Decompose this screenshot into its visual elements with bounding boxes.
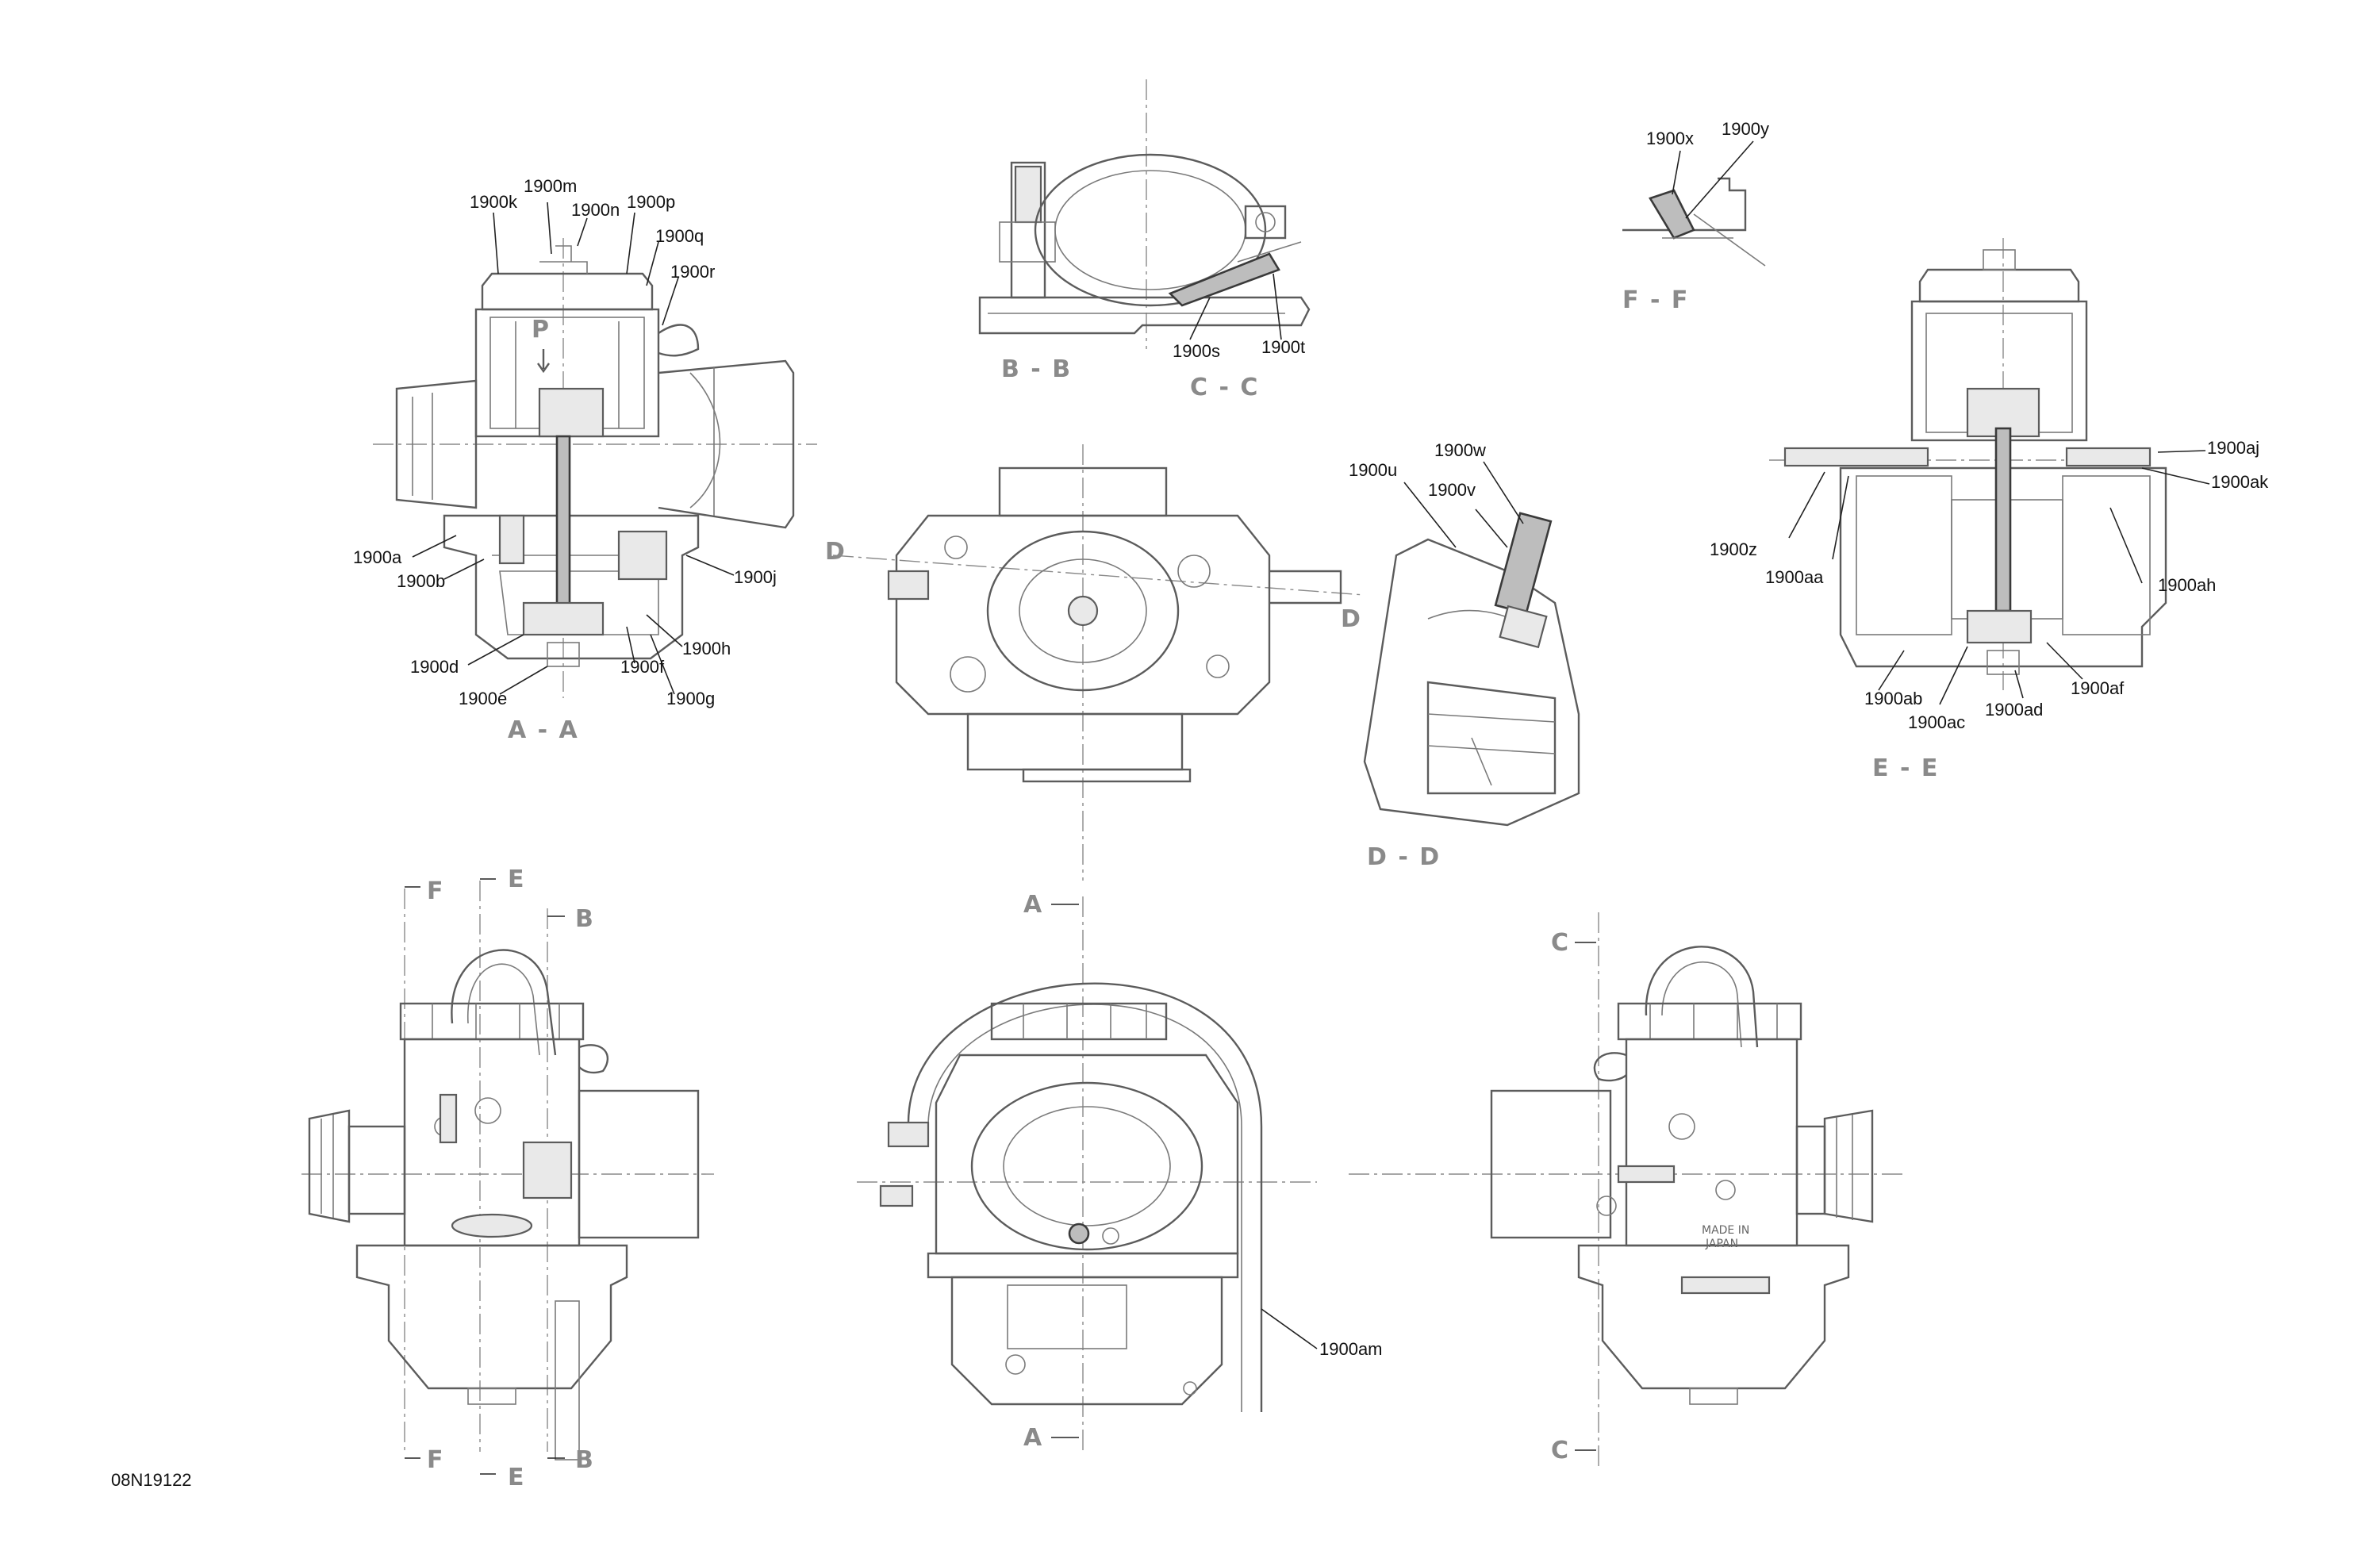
section-title-a-a: A - A xyxy=(508,716,579,744)
cut-mark-f-bottom: F xyxy=(427,1446,443,1474)
part-label-1900t: 1900t xyxy=(1261,337,1305,357)
part-label-1900a: 1900a xyxy=(353,547,402,567)
part-label-1900w: 1900w xyxy=(1434,440,1486,460)
part-label-1900e: 1900e xyxy=(459,689,507,708)
part-label-1900b: 1900b xyxy=(397,571,445,591)
part-label-1900aj: 1900aj xyxy=(2207,438,2259,458)
section-view-a-a: P xyxy=(373,238,817,698)
section-title-f-f: F - F xyxy=(1622,286,1689,314)
part-label-1900aa: 1900aa xyxy=(1765,567,1824,587)
part-label-1900f: 1900f xyxy=(620,657,665,677)
part-label-1900ad: 1900ad xyxy=(1985,700,2043,720)
section-view-f-f: 1900x 1900y F - F xyxy=(1622,119,1769,314)
part-label-1900am: 1900am xyxy=(1319,1339,1383,1359)
cut-mark-a-bottom: A xyxy=(1023,1424,1042,1452)
part-label-1900k: 1900k xyxy=(470,192,518,212)
cut-mark-f-top: F xyxy=(427,877,443,905)
part-label-1900ab: 1900ab xyxy=(1864,689,1922,708)
part-label-1900ak: 1900ak xyxy=(2211,472,2269,492)
cut-mark-c-bottom: C xyxy=(1551,1437,1568,1464)
part-label-1900d: 1900d xyxy=(410,657,459,677)
part-label-1900r: 1900r xyxy=(670,262,715,282)
cut-mark-p: P xyxy=(532,316,549,344)
section-view-e-e: 1900aj 1900ak 1900z 1900aa 1900ah 1900ab… xyxy=(1710,238,2269,782)
part-label-1900j: 1900j xyxy=(734,567,777,587)
cut-mark-e-bottom: E xyxy=(508,1464,524,1491)
section-title-d-d: D - D xyxy=(1367,843,1441,871)
part-label-1900ah: 1900ah xyxy=(2158,575,2216,595)
made-in-text: MADE IN xyxy=(1702,1224,1749,1237)
section-title-c-c: C - C xyxy=(1190,374,1259,401)
side-view-right: MADE IN JAPAN C C xyxy=(1349,912,1904,1468)
part-label-1900u: 1900u xyxy=(1349,460,1397,480)
part-label-1900p: 1900p xyxy=(627,192,675,212)
cut-mark-e-top: E xyxy=(508,866,524,893)
section-view-d-d: 1900u 1900w 1900v D - D xyxy=(1349,440,1580,871)
cut-mark-b-top: B xyxy=(575,905,593,933)
part-label-1900q: 1900q xyxy=(655,226,704,246)
part-label-1900z: 1900z xyxy=(1710,539,1757,559)
section-title-e-e: E - E xyxy=(1872,754,1939,782)
cut-mark-a-top: A xyxy=(1023,891,1042,919)
front-view-center: 1900am A A xyxy=(857,891,1383,1452)
side-view-left: F E B F E B xyxy=(301,866,714,1491)
labels-a-a: 1900k 1900m 1900n 1900p 1900q 1900r 1900… xyxy=(353,176,777,744)
part-label-1900h: 1900h xyxy=(682,639,731,658)
cut-mark-d-left: D xyxy=(825,538,845,566)
cut-mark-d-right: D xyxy=(1341,605,1361,633)
japan-text: JAPAN xyxy=(1705,1238,1738,1250)
part-label-1900m: 1900m xyxy=(524,176,577,196)
part-label-1900s: 1900s xyxy=(1173,341,1220,361)
part-label-1900n: 1900n xyxy=(571,200,620,220)
part-label-1900af: 1900af xyxy=(2071,678,2125,698)
part-label-1900y: 1900y xyxy=(1722,119,1769,139)
section-title-b-b: B - B xyxy=(1001,355,1072,383)
part-label-1900g: 1900g xyxy=(666,689,715,708)
part-label-1900v: 1900v xyxy=(1428,480,1476,500)
cut-mark-c-top: C xyxy=(1551,929,1568,957)
cut-mark-b-bottom: B xyxy=(575,1446,593,1474)
top-view-center: D D xyxy=(825,444,1365,881)
drawing-reference-number: 08N19122 xyxy=(111,1470,192,1490)
section-view-b-b-c-c: 1900s 1900t B - B C - C xyxy=(978,79,1311,401)
part-label-1900ac: 1900ac xyxy=(1908,712,1965,732)
part-label-1900x: 1900x xyxy=(1646,129,1694,148)
